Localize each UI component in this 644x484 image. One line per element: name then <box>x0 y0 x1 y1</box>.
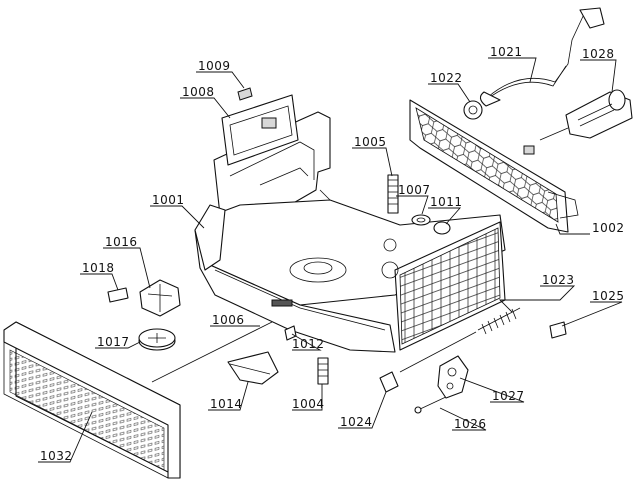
callout-1006: 1006 <box>212 313 245 327</box>
callout-1008: 1008 <box>182 85 215 99</box>
base-tub-part <box>194 111 506 353</box>
rod-1006-part <box>151 321 273 383</box>
callout-1023: 1023 <box>542 273 575 287</box>
callout-1005: 1005 <box>354 135 387 149</box>
callout-1025: 1025 <box>592 289 625 303</box>
nut-part <box>463 100 483 120</box>
callout-1007: 1007 <box>398 183 431 197</box>
power-cord-part <box>479 7 605 107</box>
screw-1026-part <box>414 395 449 414</box>
screw-1004-part <box>317 357 329 385</box>
grille-panel-part <box>409 99 579 233</box>
callout-1002: 1002 <box>592 221 625 235</box>
callout-1014: 1014 <box>210 397 243 411</box>
washer-1007-part <box>411 214 431 226</box>
plate-1025-part <box>549 321 567 339</box>
callout-1017: 1017 <box>97 335 130 349</box>
hinge-1027-part <box>437 355 469 399</box>
callout-1012: 1012 <box>292 337 325 351</box>
control-module-part <box>221 87 299 166</box>
leader-lines <box>38 57 623 463</box>
fan-housing-1016-part <box>139 279 181 317</box>
callout-1032: 1032 <box>40 449 73 463</box>
foot-screw-1005-part <box>387 174 399 214</box>
callout-1016: 1016 <box>105 235 138 249</box>
callout-1026: 1026 <box>454 417 487 431</box>
cap-1011-part <box>433 221 451 235</box>
spring-1023-part <box>399 307 521 373</box>
callout-1018: 1018 <box>82 261 115 275</box>
callout-1004: 1004 <box>292 397 325 411</box>
latch-1024-part <box>379 371 399 393</box>
clip-1018-part <box>107 287 129 303</box>
callout-1009: 1009 <box>198 59 231 73</box>
kick-plate-1032-part <box>3 321 181 479</box>
callout-1021: 1021 <box>490 45 523 59</box>
disc-1017-part <box>138 328 176 351</box>
pump-assembly-part <box>523 89 633 155</box>
callout-1011: 1011 <box>430 195 463 209</box>
bracket-1014-part <box>227 351 279 385</box>
callout-1022: 1022 <box>430 71 463 85</box>
callout-1001: 1001 <box>152 193 185 207</box>
callout-1024: 1024 <box>340 415 373 429</box>
callout-labels: 1009 1008 1001 1005 1007 1011 1022 1021 … <box>40 45 625 463</box>
callout-1027: 1027 <box>492 389 525 403</box>
callout-1028: 1028 <box>582 47 615 61</box>
